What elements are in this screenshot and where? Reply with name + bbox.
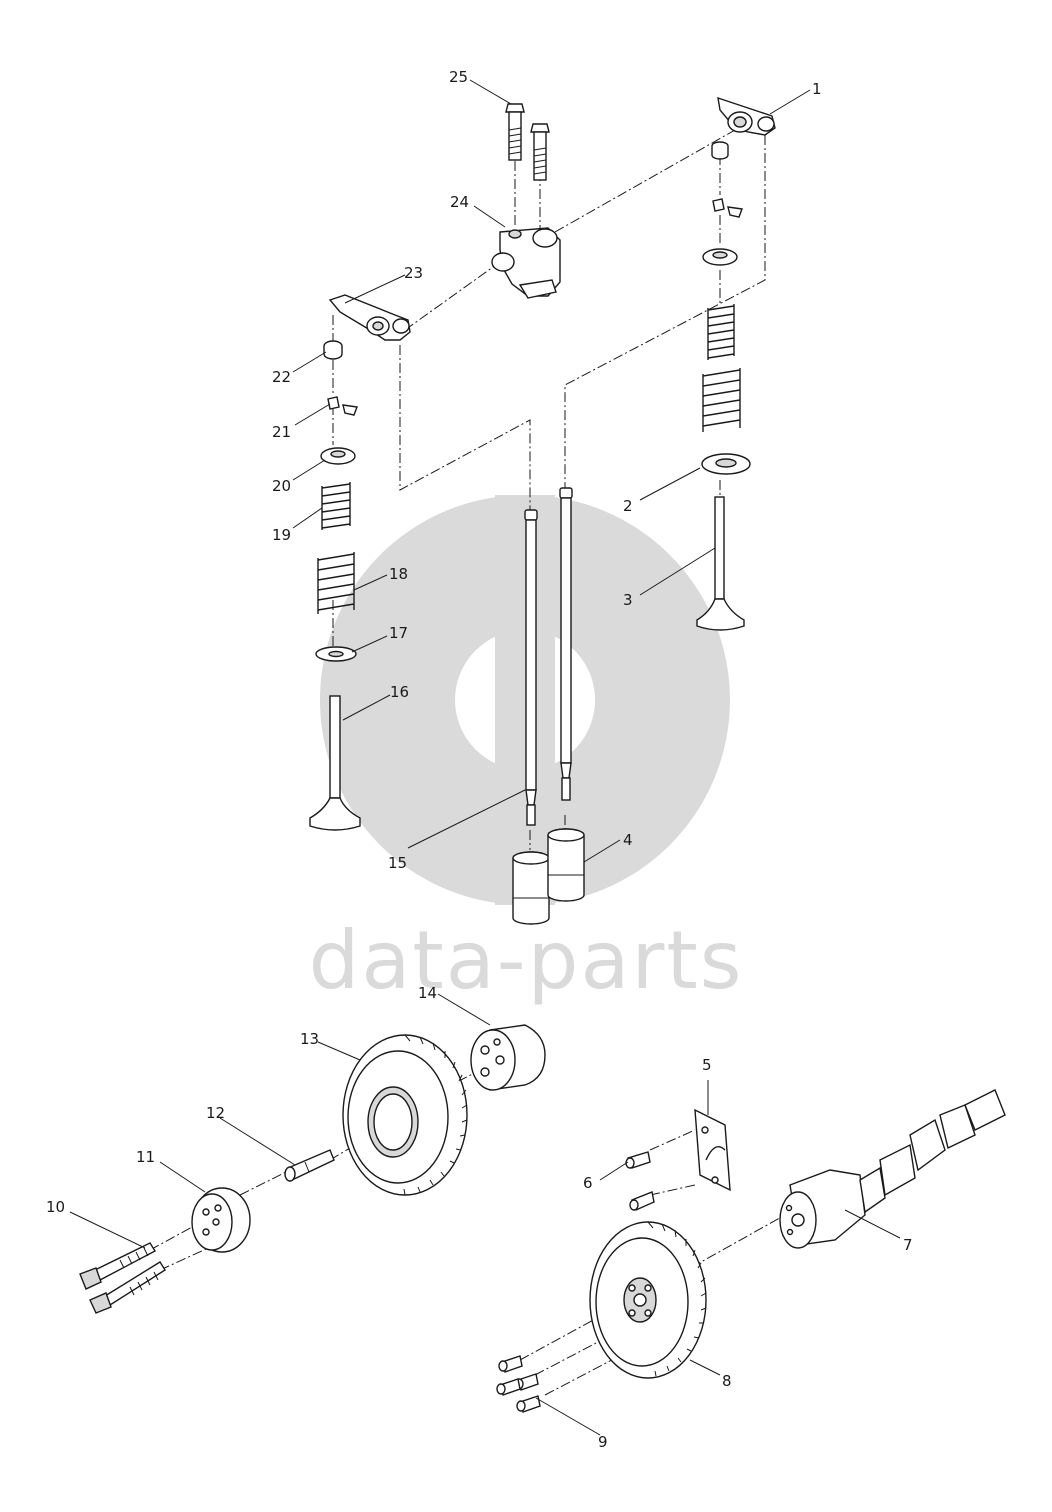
callout-8: 8 (722, 1372, 732, 1390)
gear-bolts (496, 1355, 541, 1413)
rocker-arm-right (711, 96, 776, 160)
watermark-logo (319, 495, 730, 905)
callout-3: 3 (623, 591, 633, 609)
callout-9: 9 (598, 1433, 608, 1451)
callout-15: 15 (388, 854, 407, 872)
leader-lines (69, 79, 901, 1436)
watermark-text: data-parts (309, 914, 744, 1007)
spring-retainers (320, 248, 738, 465)
plate-screws (625, 1151, 655, 1211)
valve-washer (315, 646, 357, 662)
valve-left (309, 695, 361, 831)
callout-22: 22 (272, 368, 291, 386)
camshaft-gear (589, 1221, 707, 1379)
push-rods (524, 487, 573, 826)
callout-24: 24 (450, 193, 469, 211)
valve-right (696, 496, 745, 631)
callout-labels: 1 2 3 4 5 6 7 8 9 10 11 12 13 14 15 16 1… (46, 68, 913, 1451)
callout-23: 23 (404, 264, 423, 282)
inner-springs (321, 304, 735, 530)
callout-6: 6 (583, 1174, 593, 1192)
camshaft-retainer-plate (694, 1108, 731, 1192)
outer-springs (317, 368, 741, 614)
callout-25: 25 (449, 68, 468, 86)
long-bolts (79, 1242, 166, 1314)
bolt-pair (505, 103, 550, 181)
gear-bushing (470, 1024, 546, 1091)
callout-21: 21 (272, 423, 291, 441)
callout-17: 17 (389, 624, 408, 642)
thrust-plate (191, 1187, 251, 1253)
callout-20: 20 (272, 477, 291, 495)
rocker-bracket (491, 227, 561, 299)
camshaft-gear-teeth (647, 1221, 707, 1377)
callout-5: 5 (702, 1056, 712, 1074)
callout-2: 2 (623, 497, 633, 515)
spring-seat (701, 453, 751, 475)
callout-10: 10 (46, 1198, 65, 1216)
callout-18: 18 (389, 565, 408, 583)
idler-pin (284, 1149, 335, 1182)
camshaft (779, 1089, 1006, 1249)
rocker-arm-left (323, 294, 411, 360)
callout-4: 4 (623, 831, 633, 849)
tappets (512, 828, 585, 925)
callout-11: 11 (136, 1148, 155, 1166)
callout-16: 16 (390, 683, 409, 701)
callout-14: 14 (418, 984, 437, 1002)
idler-gear-teeth (403, 1034, 468, 1196)
idler-gear (342, 1034, 468, 1196)
callout-13: 13 (300, 1030, 319, 1048)
callout-7: 7 (903, 1236, 913, 1254)
callout-12: 12 (206, 1104, 225, 1122)
valve-keepers (327, 198, 743, 416)
callout-19: 19 (272, 526, 291, 544)
callout-1: 1 (812, 80, 822, 98)
